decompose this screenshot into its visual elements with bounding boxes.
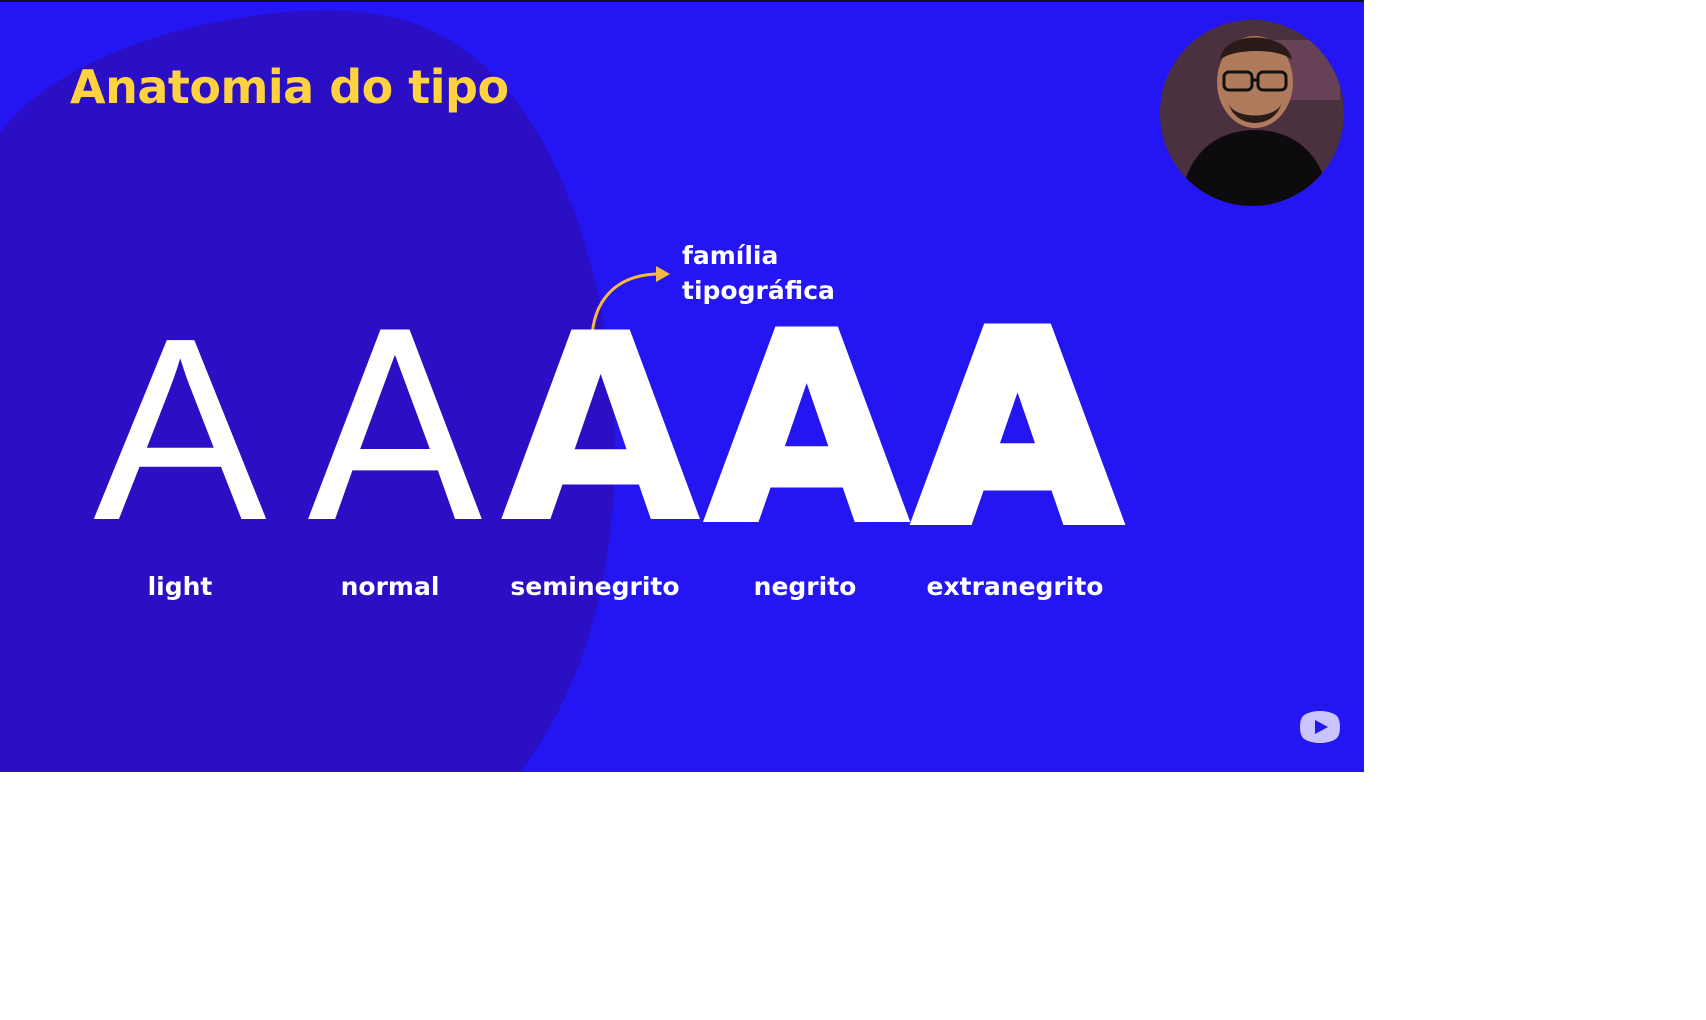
annotation-line-1: família — [682, 241, 779, 270]
background-blob — [0, 10, 615, 772]
weight-label-normal: normal — [340, 572, 440, 601]
play-logo-icon[interactable] — [1300, 710, 1340, 744]
annotation-family: família tipográfica — [682, 238, 835, 308]
letter-extranegrito: A — [911, 279, 1124, 581]
presenter-silhouette-icon — [1160, 20, 1344, 206]
slide-title: Anatomia do tipo — [70, 60, 509, 114]
annotation-arrow-icon — [590, 266, 670, 349]
weight-label-extranegrito: extranegrito — [926, 572, 1104, 601]
presenter-webcam — [1160, 20, 1344, 206]
weight-label-negrito: negrito — [753, 572, 857, 601]
video-frame[interactable]: Anatomia do tipo família tipográfica A A… — [0, 0, 1364, 772]
annotation-line-2: tipográfica — [682, 276, 835, 305]
letter-normal: A — [306, 279, 484, 581]
letter-negrito: A — [703, 279, 910, 581]
weight-label-seminegrito: seminegrito — [510, 572, 680, 601]
weight-label-light: light — [147, 572, 213, 601]
letter-light: A — [93, 285, 267, 575]
letter-seminegrito: A — [500, 279, 702, 581]
